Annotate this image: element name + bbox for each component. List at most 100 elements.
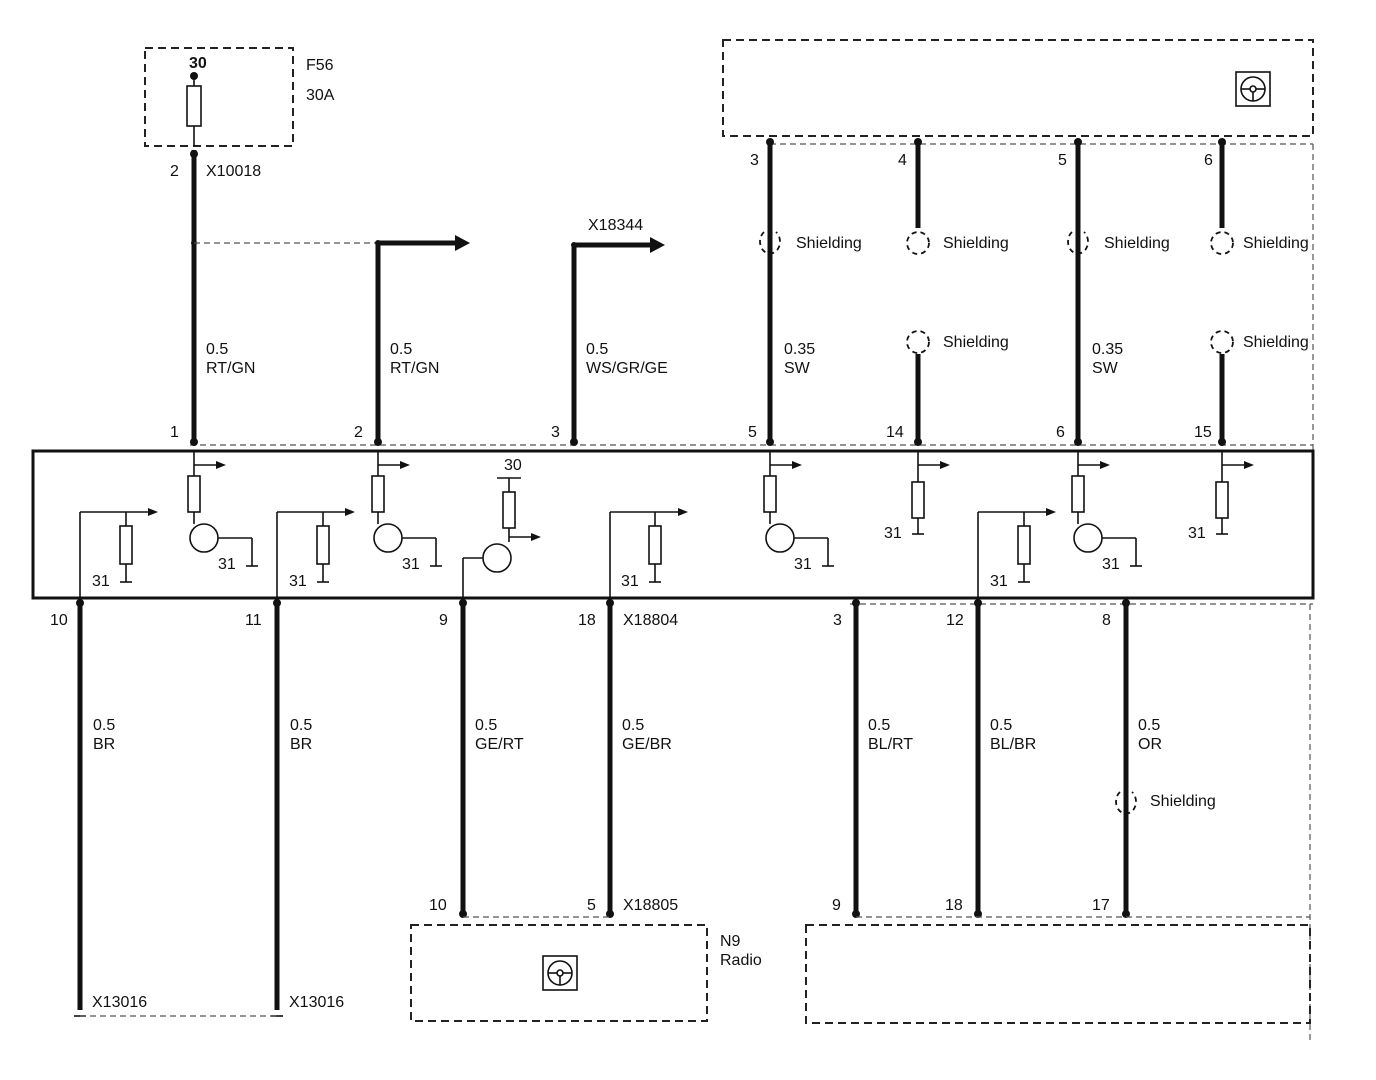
- wire-5-pin: 14: [886, 424, 904, 441]
- radio-label: Radio: [720, 952, 762, 969]
- bw-18-end-pin: 5: [587, 897, 596, 914]
- wire-2-pin: 2: [354, 424, 363, 441]
- stage-6-ground: 31: [1102, 556, 1120, 573]
- bw-11-size: 0.5: [290, 717, 312, 734]
- stage-9-supply: 30: [504, 457, 522, 474]
- wire-bottom-10: 10 0.5 BR X13016: [50, 599, 147, 1017]
- bw-8-color: OR: [1138, 736, 1162, 753]
- wire-1-size: 0.5: [206, 341, 228, 358]
- bw-8-end-pin: 17: [1092, 897, 1110, 914]
- bw-10-size: 0.5: [93, 717, 115, 734]
- wire-top-6: 5 Shielding 0.35 SW 6: [1056, 138, 1170, 446]
- wire-4-top-pin: 3: [750, 152, 759, 169]
- fuse-pin-label: 30: [189, 55, 207, 72]
- wire-3-size: 0.5: [586, 341, 608, 358]
- wire-5-shielding-bottom: Shielding: [943, 334, 1009, 351]
- bw-3-color: BL/RT: [868, 736, 913, 753]
- wire-7-shielding-bottom: Shielding: [1243, 334, 1309, 351]
- bw-8-pin: 8: [1102, 612, 1111, 629]
- output-stage-10: 31: [79, 508, 158, 598]
- bw-12-size: 0.5: [990, 717, 1012, 734]
- stage-11-ground: 31: [289, 573, 307, 590]
- amplifier-module: [31, 444, 1315, 605]
- wire-top-4: 3 Shielding 0.35 SW 5: [748, 138, 862, 446]
- radio-name-label: N9: [720, 933, 741, 950]
- wire-top-7: 6 Shielding Shielding 15: [1194, 138, 1309, 446]
- wire-4-size: 0.35: [784, 341, 815, 358]
- bw-11-pin: 11: [245, 612, 262, 629]
- input-stage-6: 31: [1071, 452, 1142, 573]
- wire-bottom-8: 8 0.5 OR Shielding 17: [1092, 599, 1216, 918]
- wire-7-top-pin: 6: [1204, 152, 1213, 169]
- wire-bottom-11: 11 0.5 BR X13016: [245, 599, 344, 1017]
- splice-line: [194, 235, 470, 251]
- wire-bottom-9: 9 0.5 GE/RT 10: [429, 599, 524, 918]
- input-stage-14: 31: [884, 452, 950, 542]
- input-stage-2: 31: [371, 452, 442, 573]
- wire-3-color: WS/GR/GE: [586, 360, 668, 377]
- wire-4-color: SW: [784, 360, 811, 377]
- bw-8-size: 0.5: [1138, 717, 1160, 734]
- bw-18-end-connector: X18805: [623, 897, 678, 914]
- fuse-name-label: F56: [306, 57, 334, 74]
- input-stage-15: 31: [1188, 452, 1254, 542]
- bw-9-end-pin: 10: [429, 897, 447, 914]
- bw-18-connector: X18804: [623, 612, 678, 629]
- bw-10-pin: 10: [50, 612, 68, 629]
- wire-3-pin: 3: [551, 424, 560, 441]
- branch-connector-label: X18344: [588, 217, 643, 234]
- bw-10-connector: X13016: [92, 994, 147, 1011]
- wire-6-top-pin: 5: [1058, 152, 1067, 169]
- bw-12-pin: 12: [946, 612, 964, 629]
- input-stage-1: 31: [187, 452, 258, 573]
- output-stage-12: 31: [977, 508, 1056, 598]
- bw-9-pin: 9: [439, 612, 448, 629]
- bw-8-shielding: Shielding: [1150, 793, 1216, 810]
- wire-1-pin: 1: [170, 424, 179, 441]
- bw-3-size: 0.5: [868, 717, 890, 734]
- stage-5-ground: 31: [794, 556, 812, 573]
- wire-5-shielding-top: Shielding: [943, 235, 1009, 252]
- wire-6-size: 0.35: [1092, 341, 1123, 358]
- fuse-out-pin-label: 2: [170, 163, 179, 180]
- bw-12-end-pin: 18: [945, 897, 963, 914]
- wire-top-3: X18344 0.5 WS/GR/GE 3: [551, 217, 668, 446]
- fuse-rating-label: 30A: [306, 87, 335, 104]
- wire-2-color: RT/GN: [390, 360, 439, 377]
- wire-6-color: SW: [1092, 360, 1119, 377]
- input-stage-5: 31: [763, 452, 834, 573]
- stage-12-ground: 31: [990, 573, 1008, 590]
- bw-11-color: BR: [290, 736, 312, 753]
- bottom-right-component-box: [805, 924, 1311, 1024]
- wire-top-5: 4 Shielding Shielding 14: [886, 138, 1009, 446]
- bw-9-color: GE/RT: [475, 736, 524, 753]
- fuse-f56: 30 F56 30A 2 X10018: [144, 47, 335, 180]
- wire-4-shielding: Shielding: [796, 235, 862, 252]
- bw-12-color: BL/BR: [990, 736, 1036, 753]
- wire-6-shielding: Shielding: [1104, 235, 1170, 252]
- steering-controls-box: [722, 39, 1314, 137]
- wire-bottom-3: 3 0.5 BL/RT 9: [832, 599, 913, 918]
- wire-2-size: 0.5: [390, 341, 412, 358]
- output-stage-9: 30: [462, 457, 541, 598]
- stage-15-ground: 31: [1188, 525, 1206, 542]
- bw-18-size: 0.5: [622, 717, 644, 734]
- output-stage-11: 31: [276, 508, 355, 598]
- wire-6-pin: 6: [1056, 424, 1065, 441]
- stage-10-ground: 31: [92, 573, 110, 590]
- bw-18-color: GE/BR: [622, 736, 672, 753]
- wire-bottom-12: 12 0.5 BL/BR 18: [945, 599, 1036, 918]
- wire-bottom-18: 18 X18804 0.5 GE/BR 5 X18805: [578, 599, 678, 918]
- bw-3-pin: 3: [833, 612, 842, 629]
- bw-3-end-pin: 9: [832, 897, 841, 914]
- stage-18-ground: 31: [621, 573, 639, 590]
- stage-2-ground: 31: [402, 556, 420, 573]
- output-stage-18: 31: [609, 508, 688, 598]
- wire-top-2: 0.5 RT/GN 2: [354, 243, 439, 446]
- bw-10-color: BR: [93, 736, 115, 753]
- fuse-connector-label: X10018: [206, 163, 261, 180]
- wire-7-pin: 15: [1194, 424, 1212, 441]
- radio-n9-box: N9 Radio: [410, 924, 762, 1022]
- wire-4-pin: 5: [748, 424, 757, 441]
